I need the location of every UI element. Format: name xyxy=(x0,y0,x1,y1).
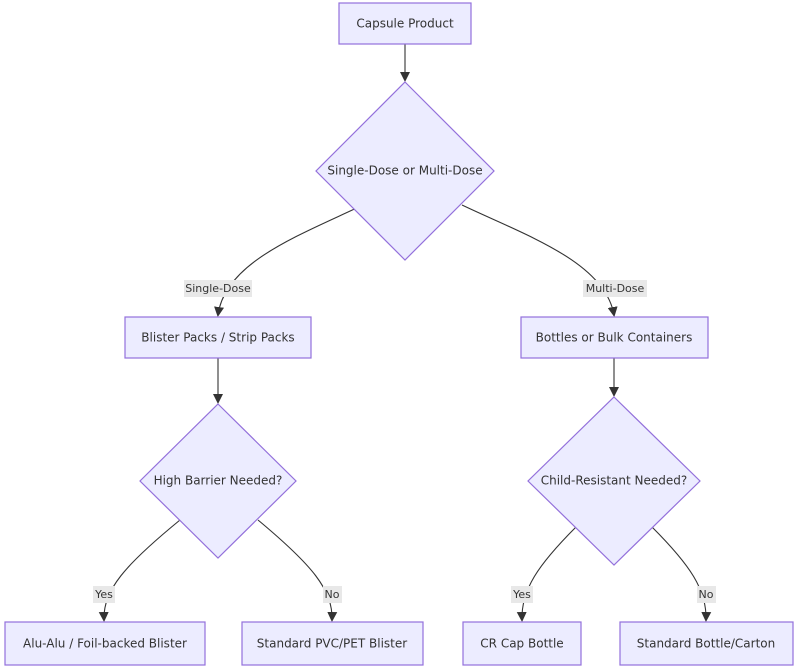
edge-label-multi-dose: Multi-Dose xyxy=(583,280,647,297)
node-standard-bottle-carton: Standard Bottle/Carton xyxy=(619,621,794,666)
decision-child-resistant-label: Child-Resistant Needed? xyxy=(541,474,688,488)
node-standard-pvc-blister-label: Standard PVC/PET Blister xyxy=(257,637,407,651)
decision-high-barrier-label: High Barrier Needed? xyxy=(154,474,283,488)
edge-label-cr-no: No xyxy=(697,586,716,603)
edge-cr-to-crcap xyxy=(516,526,577,622)
edge-label-cr-yes-text: Yes xyxy=(512,588,531,601)
edge-label-multi-dose-text: Multi-Dose xyxy=(586,282,645,295)
edge-label-single-dose-text: Single-Dose xyxy=(185,282,251,295)
edge-barrier-to-alualu xyxy=(98,519,181,622)
node-standard-bottle-carton-label: Standard Bottle/Carton xyxy=(637,637,775,651)
edge-cr-to-standard xyxy=(651,526,712,622)
edge-label-cr-no-text: No xyxy=(699,588,714,601)
node-alu-alu-blister: Alu-Alu / Foil-backed Blister xyxy=(4,621,206,666)
edges xyxy=(98,44,712,622)
decision-dose-type-label: Single-Dose or Multi-Dose xyxy=(327,164,482,178)
node-capsule-product: Capsule Product xyxy=(338,2,472,45)
decision-child-resistant: Child-Resistant Needed? xyxy=(527,396,701,566)
decision-dose-type: Single-Dose or Multi-Dose xyxy=(315,81,495,261)
edge-dose-to-bottles xyxy=(461,204,618,317)
decision-high-barrier: High Barrier Needed? xyxy=(139,403,297,559)
node-capsule-product-label: Capsule Product xyxy=(356,17,454,31)
edge-label-barrier-yes-text: Yes xyxy=(94,588,113,601)
edge-label-barrier-yes: Yes xyxy=(93,586,115,603)
node-bottles-bulk: Bottles or Bulk Containers xyxy=(520,316,709,359)
node-alu-alu-blister-label: Alu-Alu / Foil-backed Blister xyxy=(23,637,187,651)
node-bottles-bulk-label: Bottles or Bulk Containers xyxy=(536,331,693,345)
node-blister-packs: Blister Packs / Strip Packs xyxy=(124,316,312,359)
node-standard-pvc-blister: Standard PVC/PET Blister xyxy=(241,621,424,666)
edge-barrier-to-pvc xyxy=(257,519,338,622)
edge-label-single-dose: Single-Dose xyxy=(184,280,252,297)
node-cr-cap-bottle: CR Cap Bottle xyxy=(462,621,582,666)
node-blister-packs-label: Blister Packs / Strip Packs xyxy=(141,331,294,345)
edge-label-barrier-no-text: No xyxy=(325,588,340,601)
edge-dose-to-blister xyxy=(214,204,364,317)
edge-label-cr-yes: Yes xyxy=(511,586,533,603)
node-cr-cap-bottle-label: CR Cap Bottle xyxy=(480,637,563,651)
edge-label-barrier-no: No xyxy=(323,586,342,603)
